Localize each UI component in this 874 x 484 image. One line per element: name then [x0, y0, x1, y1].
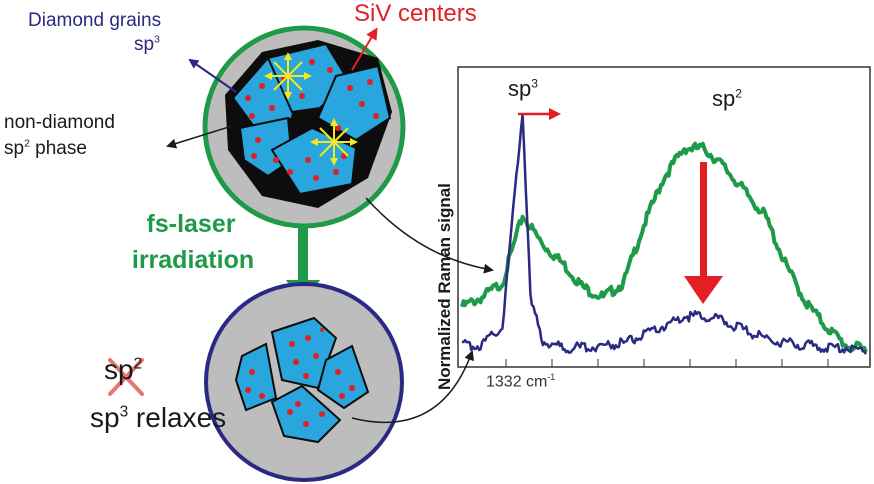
- navy-raman-curve: [461, 113, 868, 355]
- connector-top-to-green: [365, 197, 494, 274]
- diamond-grain: [270, 384, 342, 444]
- siv-centers-dots-after: [245, 328, 355, 427]
- diamond-grain: [316, 344, 370, 410]
- connector-bottom-to-navy: [351, 350, 474, 424]
- fs-laser-label: fs-laser: [146, 210, 236, 238]
- before-irradiation-circle: [202, 25, 406, 229]
- diamond-grain: [316, 64, 392, 142]
- sp2-decrease-arrow: [684, 162, 723, 304]
- sp3-relaxes-label: sp3 relaxes: [90, 402, 227, 433]
- non-diamond-arrow: [166, 125, 233, 149]
- non-diamond-label: non-diamond: [4, 112, 115, 133]
- y-axis-label: Normalized Raman signal: [435, 183, 454, 390]
- diamond-grain: [234, 342, 278, 412]
- peak-sp3-label: sp3: [508, 76, 538, 101]
- green-raman-curve: [460, 141, 868, 353]
- peak-sp2-label: sp2: [712, 86, 742, 111]
- chart-frame: [457, 66, 871, 368]
- diamond-grains-arrow: [188, 58, 237, 93]
- after-irradiation-circle: [204, 282, 404, 482]
- siv-centers-dots: [245, 59, 379, 181]
- x-axis-ticks: [505, 359, 829, 367]
- siv-centers-label: SiV centers: [354, 0, 477, 27]
- diamond-grains-label: Diamond grains: [28, 10, 162, 31]
- crossed-out-mark: [108, 358, 144, 396]
- siv-centers-arrow: [351, 27, 378, 71]
- raman-chart: [457, 66, 871, 368]
- irradiation-label: irradiation: [131, 246, 255, 274]
- sp2-crossed-label: sp2: [104, 354, 143, 385]
- siv-emission-starburst: [268, 56, 354, 162]
- x-tick-label: 1332 cm-1: [486, 372, 556, 391]
- sp2-phase-label: sp2 phase: [4, 138, 87, 159]
- diamond-grains-sp3-label: sp3: [134, 34, 160, 55]
